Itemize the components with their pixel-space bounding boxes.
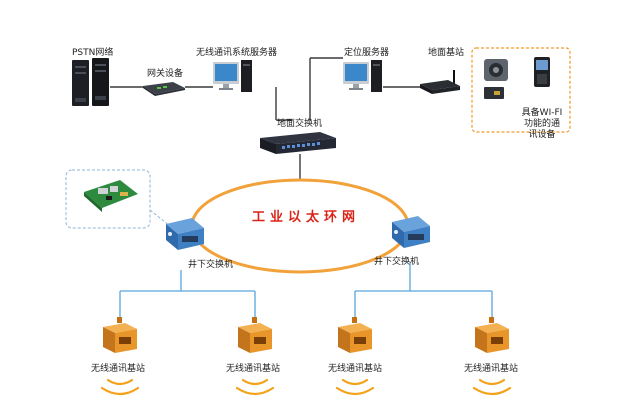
wireless-signal-icon xyxy=(241,378,269,386)
underground-switch-right-icon xyxy=(388,212,432,256)
label-wifi-devices: 具备WI-FI功能的通讯设备 xyxy=(521,108,563,140)
ring-label: 工业以太环网 xyxy=(251,210,360,225)
wireless-signal-icon xyxy=(106,378,134,386)
base-station-3-icon xyxy=(336,317,374,359)
label-pstn: PSTN网络 xyxy=(72,48,114,58)
label-wireless-server: 无线通讯系统服务器 xyxy=(196,48,278,58)
label-base-station-1: 无线通讯基站 xyxy=(91,364,146,374)
label-ground-switch: 地面交换机 xyxy=(277,119,323,129)
wireless-signal-icon xyxy=(235,386,275,396)
wireless-signal-icon xyxy=(100,386,140,396)
label-underground-switch-left: 井下交换机 xyxy=(188,260,234,270)
ground-switch-icon xyxy=(260,130,336,160)
wireless-signal-icon xyxy=(335,386,375,396)
ground-base-icon xyxy=(420,68,460,100)
wireless-signal-icon xyxy=(341,378,369,386)
pcb-board-icon xyxy=(80,174,140,226)
wireless-server-icon xyxy=(213,60,253,98)
label-underground-switch-right: 井下交换机 xyxy=(374,257,420,267)
label-gateway: 网关设备 xyxy=(147,69,184,79)
label-base-station-4: 无线通讯基站 xyxy=(464,364,519,374)
base-station-4-icon xyxy=(473,317,511,359)
pcb-callout-pointer xyxy=(149,209,171,227)
wireless-signal-icon xyxy=(472,386,512,396)
location-server-icon xyxy=(343,60,383,98)
underground-switch-left-icon xyxy=(162,214,206,258)
pcb-callout-box xyxy=(65,169,151,229)
gateway-icon xyxy=(143,80,185,100)
base-station-2-icon xyxy=(236,317,274,359)
label-ground-base: 地面基站 xyxy=(428,48,465,58)
label-base-station-3: 无线通讯基站 xyxy=(328,364,383,374)
base-station-1-icon xyxy=(101,317,139,359)
wireless-signal-icon xyxy=(478,378,506,386)
wifi-devices-box xyxy=(471,47,571,133)
label-location-server: 定位服务器 xyxy=(344,48,390,58)
label-base-station-2: 无线通讯基站 xyxy=(226,364,281,374)
pstn-server-icon xyxy=(72,58,110,112)
wifi-devices-icon xyxy=(482,55,562,107)
